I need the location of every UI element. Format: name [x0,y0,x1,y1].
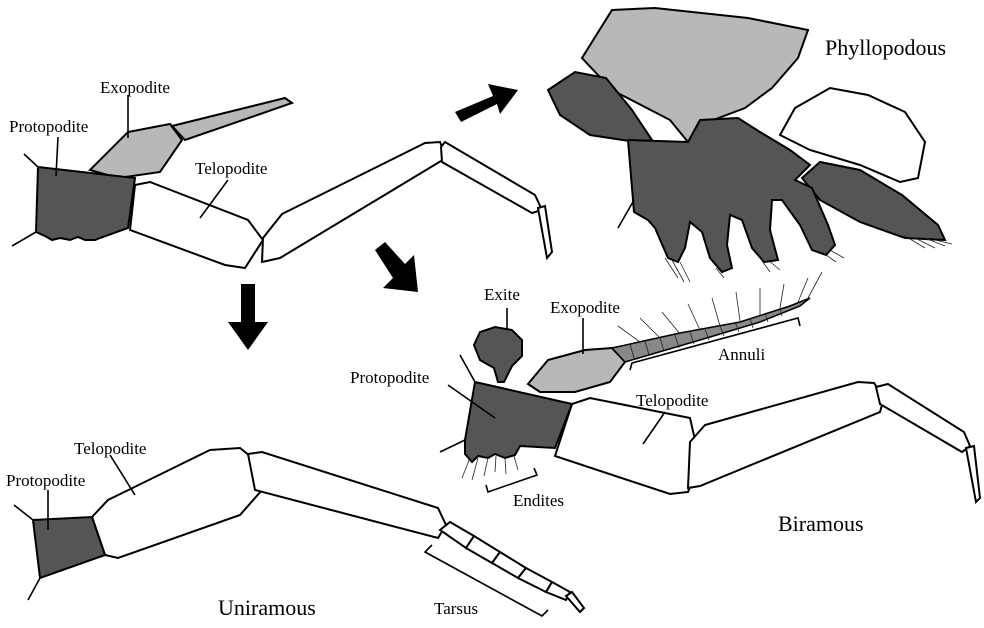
biramous-label: Biramous [778,511,864,536]
endites-label: Endites [513,491,564,510]
bi-exopodite-label: Exopodite [550,298,620,317]
endites-bracket [486,468,537,492]
biramous-limb: Exite Exopodite Annuli Protopodite Telop… [350,272,980,536]
uni-telopodite-leader [110,455,135,495]
top-telopodite-segment-2 [262,142,446,262]
uniramous-label: Uniramous [218,595,316,620]
annuli-label: Annuli [718,345,766,364]
arrow-to-uniramous [228,284,268,350]
uni-telopodite-segment-2 [248,452,446,538]
top-protopodite-label: Protopodite [9,117,88,136]
uni-telopodite-segment-1 [92,448,262,558]
bi-protopodite-label: Protopodite [350,368,429,387]
tarsus-segment-4 [518,568,552,592]
bi-protopodite-spine-1 [460,355,475,382]
uniramous-limb: Protopodite Telopodite Uniramous Tarsus [6,439,584,620]
bi-telopodite-segment-2 [688,382,884,488]
tarsus-claw [566,592,584,612]
bi-protopodite-spine-2 [440,440,465,452]
arrow-to-biramous [375,242,418,292]
top-exopodite-flagellum [172,98,292,140]
top-protopodite-shape [36,167,135,240]
bi-telopodite-segment-3 [876,384,970,452]
bi-telopodite-segment-1 [555,398,700,494]
top-telopodite-claw [538,206,552,258]
exite-label: Exite [484,285,520,304]
top-telopodite-label: Telopodite [195,159,267,178]
uni-protopodite-spine-1 [14,505,33,520]
uni-protopodite-spine-2 [28,578,40,600]
uni-telopodite-label: Telopodite [74,439,146,458]
top-exopodite-shape [90,124,182,178]
top-protopodite-spine-1 [24,154,38,167]
uni-protopodite-label: Protopodite [6,471,85,490]
top-protopodite-spine-2 [12,232,36,246]
exite-shape [474,327,522,382]
uni-protopodite-shape [33,517,105,578]
tarsus-label: Tarsus [434,599,478,618]
phyllopodous-limb: Phyllopodous [548,8,952,282]
top-exopodite-label: Exopodite [100,78,170,97]
bi-telopodite-claw [966,446,980,502]
phyllopodous-label: Phyllopodous [825,35,946,60]
evolution-arrows [228,84,518,350]
bi-exopodite-shape [528,348,625,392]
top-telopodite-segment-3 [441,142,542,213]
arrow-to-phyllopodous [455,84,518,122]
bi-telopodite-label: Telopodite [636,391,708,410]
top-telopodite-segment-1 [130,182,263,268]
phyllopodous-spine [618,200,634,228]
